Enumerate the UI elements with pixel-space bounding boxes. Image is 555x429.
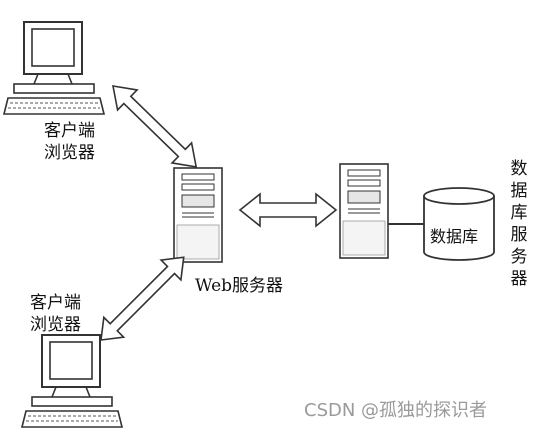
client-bottom-label-line2: 浏览器 [30,315,81,335]
database-server-icon [339,163,389,259]
db-server-char: 务 [510,247,528,267]
client-computer-top-icon [3,21,105,115]
arrow-client-top-to-web [111,85,198,168]
arrow-client-bottom-to-web [100,256,185,341]
db-server-char: 数 [510,159,528,179]
database-cylinder-label: 数据库 [430,227,479,246]
database-cylinder-icon [423,187,495,261]
client-top-label-line1: 客户端 [44,121,95,141]
watermark: CSDN @孤独的探识者 [304,400,488,421]
client-top-label-line2: 浏览器 [44,143,95,163]
db-server-char: 器 [510,269,528,289]
client-computer-bottom-icon [21,334,123,428]
web-server-label: Web服务器 [195,276,284,296]
db-server-char: 据 [510,181,528,201]
client-bottom-label-line1: 客户端 [30,293,81,313]
db-server-char: 库 [510,203,528,223]
db-server-char: 服 [510,225,528,245]
db-server-vertical-label: 数 据 库 服 务 器 [508,158,530,290]
arrow-web-to-db-server [238,192,338,228]
web-server-icon [173,167,223,263]
